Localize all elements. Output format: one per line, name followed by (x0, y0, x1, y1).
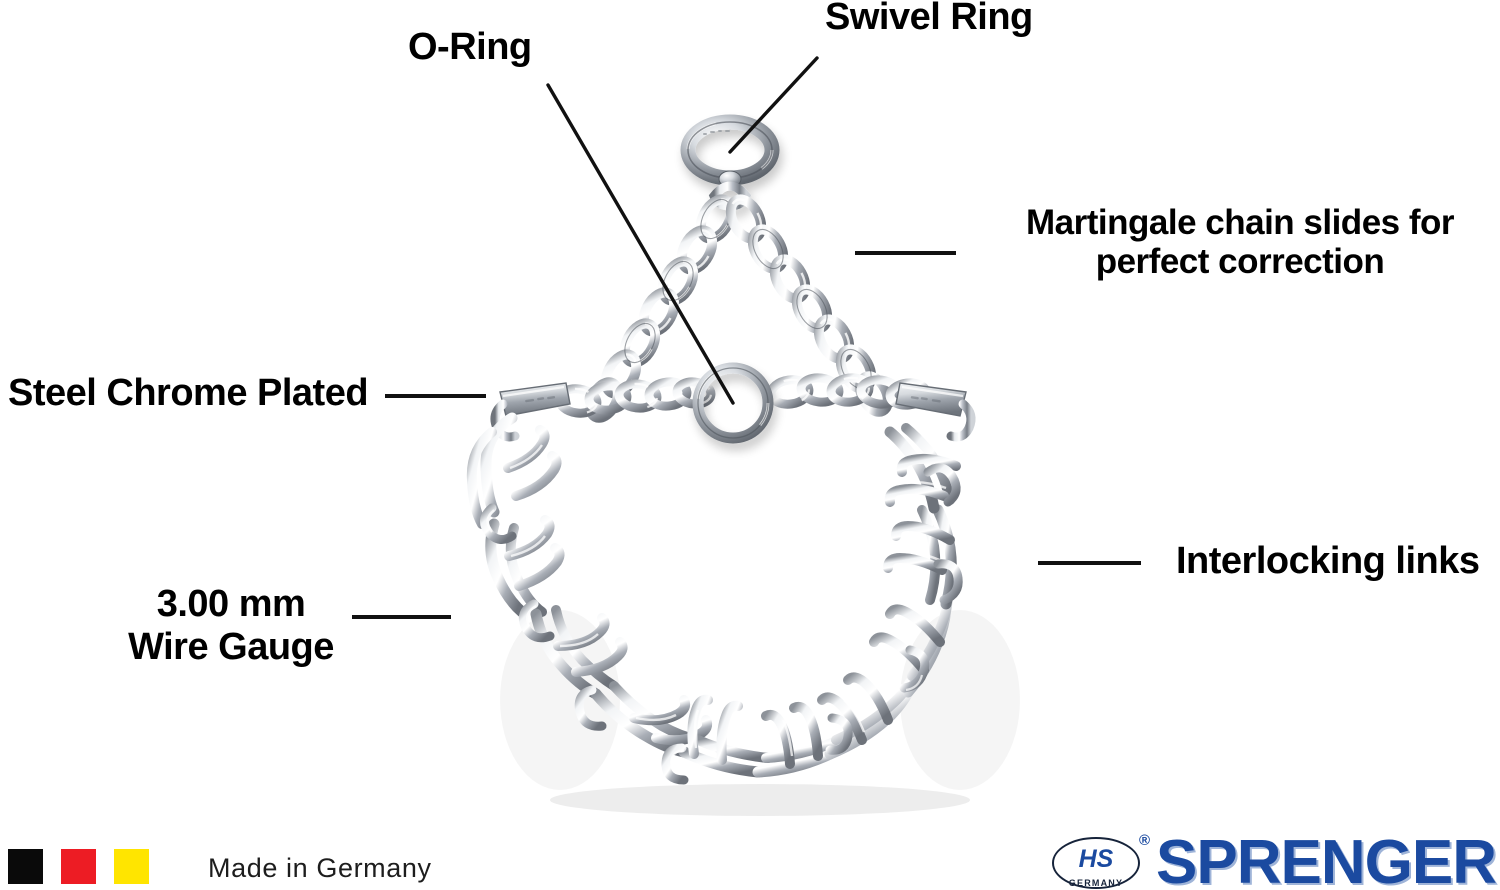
svg-text:HS: HS (1079, 845, 1114, 873)
flag-yellow-square (114, 849, 149, 884)
connector-plate-right (895, 382, 976, 442)
martingale-chain-right (725, 194, 893, 417)
made-in-germany-text: Made in Germany (208, 853, 432, 883)
callout-label-o-ring: O-Ring (408, 26, 532, 68)
callout-label-swivel-ring: Swivel Ring (825, 0, 1033, 38)
leader-line-wire-gauge (352, 615, 451, 619)
german-flag (8, 849, 149, 884)
swivel-ring-part (680, 114, 780, 211)
prong-links-group (466, 412, 963, 785)
callout-label-steel-chrome-plated: Steel Chrome Plated (8, 372, 369, 414)
prong-link (883, 504, 957, 610)
hs-oval-mark: HS GERMANY ® (1050, 832, 1150, 890)
flag-red-square (61, 849, 96, 884)
callout-label-interlocking-links: Interlocking links (1176, 540, 1480, 582)
prong-link (678, 694, 773, 778)
sliding-chain-left (554, 377, 716, 418)
flag-black-square (8, 849, 43, 884)
leader-line-steel (385, 394, 486, 398)
callout-label-wire-gauge: 3.00 mm Wire Gauge (128, 583, 334, 668)
callout-label-martingale: Martingale chain slides for perfect corr… (1026, 203, 1455, 282)
registered-trademark-icon: ® (1138, 832, 1151, 849)
prong-link (530, 605, 628, 700)
prong-link (884, 423, 961, 514)
brand-logo: HS GERMANY ® SPRENGER (1050, 828, 1497, 890)
prong-link (752, 701, 839, 778)
prong-link (485, 515, 565, 618)
prong-link (466, 412, 562, 529)
sprenger-wordmark: SPRENGER (1156, 828, 1497, 890)
leader-line-martingale (855, 251, 956, 255)
leader-line-interlocking (1038, 561, 1141, 565)
svg-text:GERMANY: GERMANY (1069, 878, 1123, 888)
